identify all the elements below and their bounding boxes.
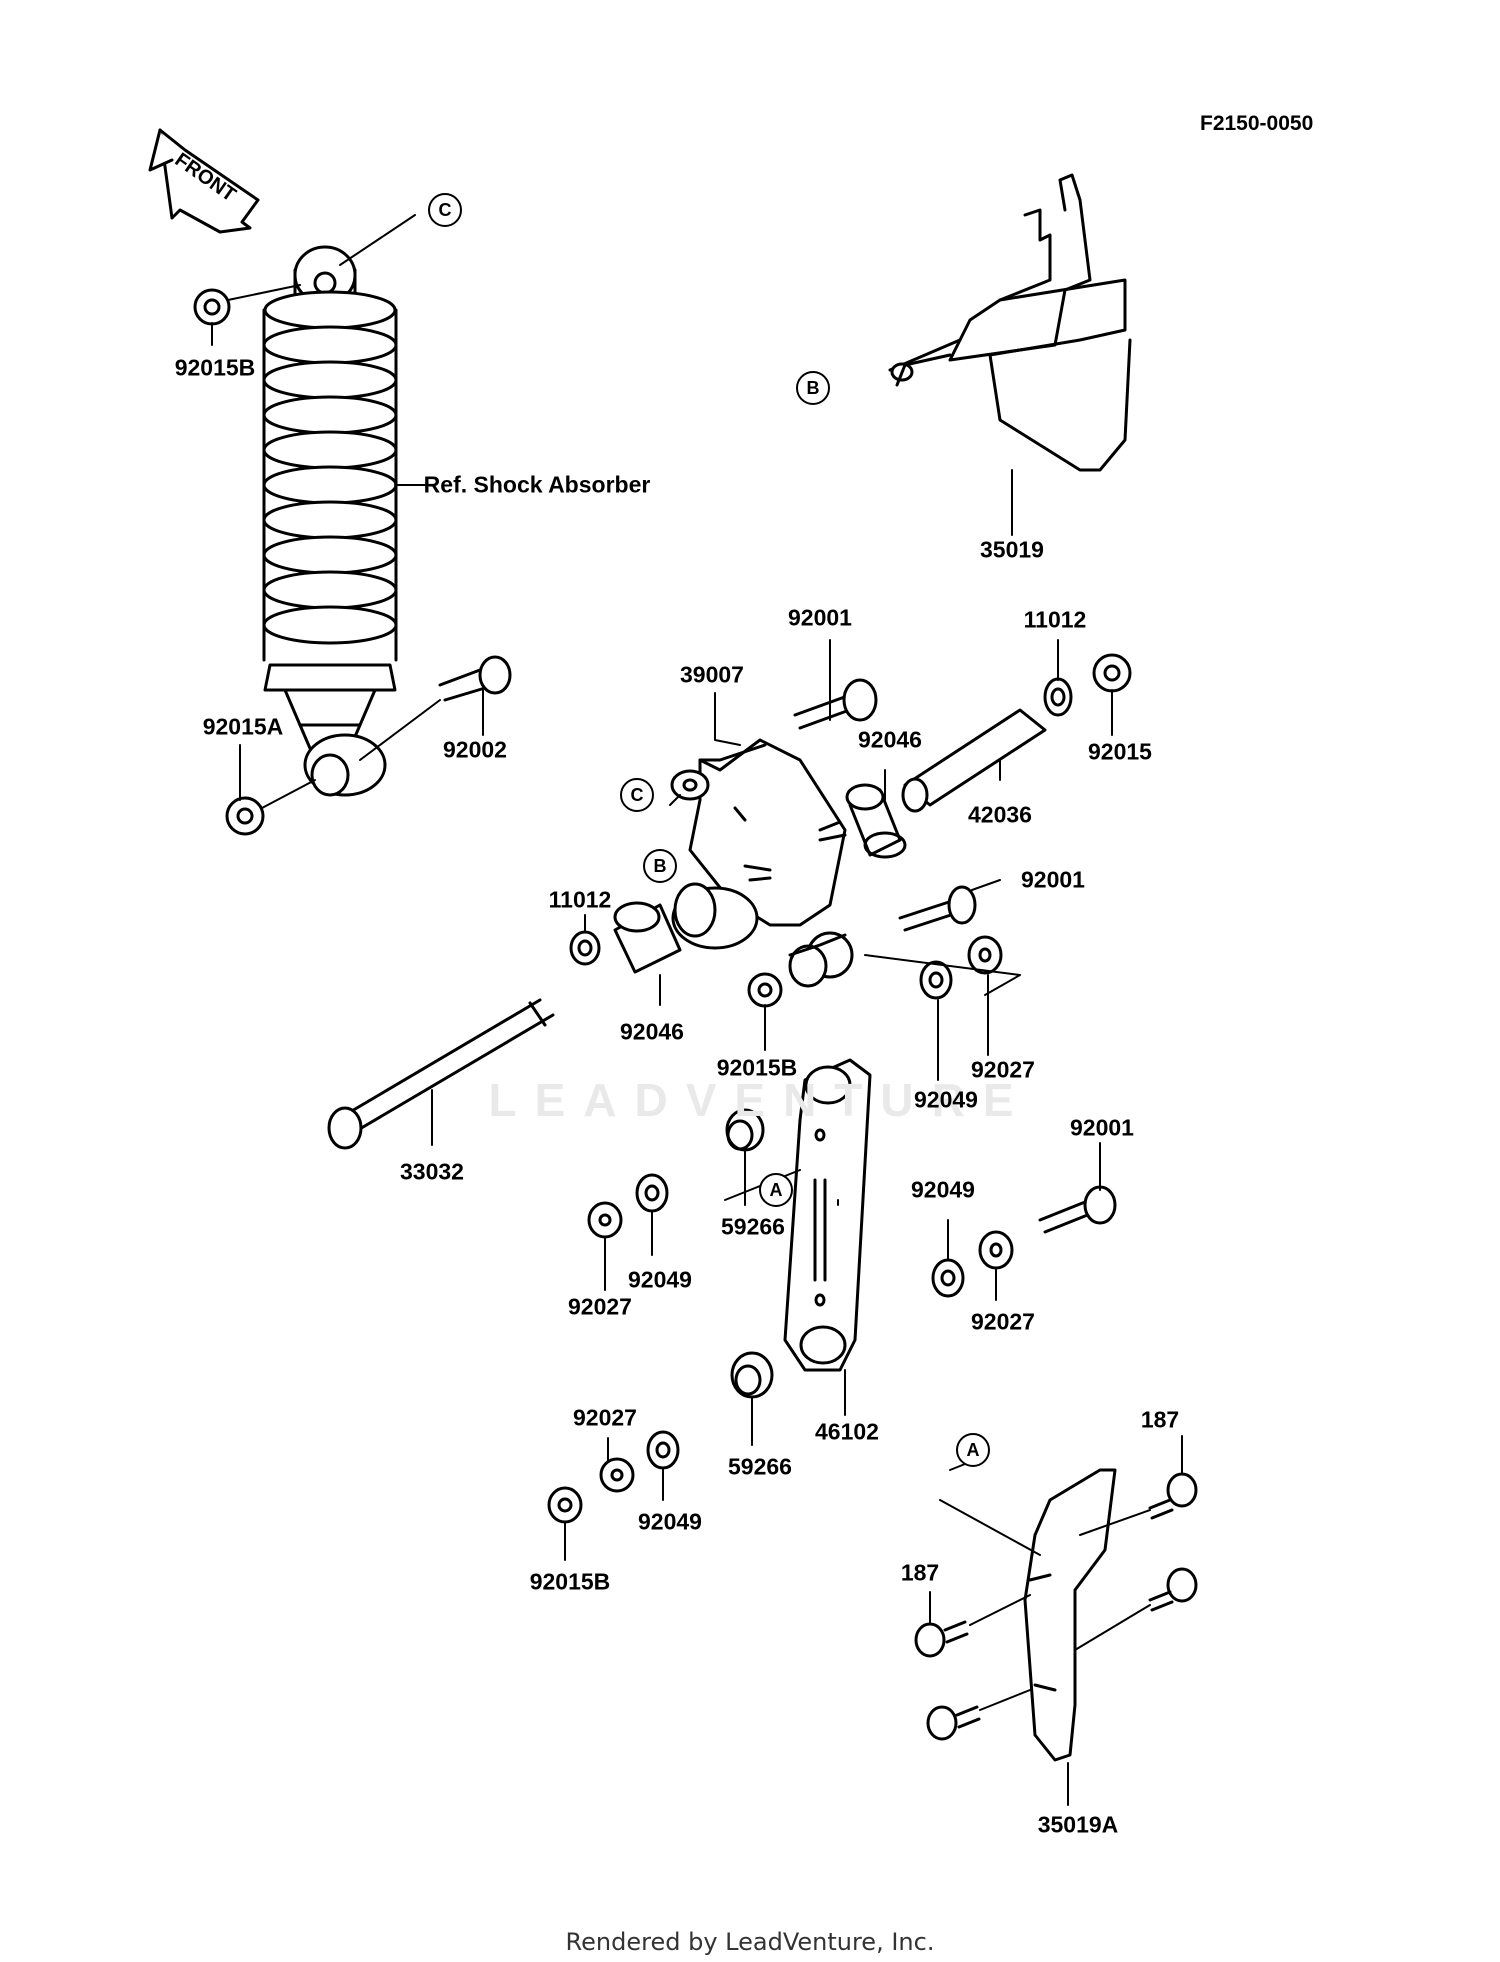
bolt-33032 xyxy=(327,998,555,1150)
part-label: 46102 xyxy=(815,1418,879,1445)
part-label: 92015B xyxy=(529,1568,611,1595)
front-arrow-icon xyxy=(148,128,260,234)
part-label: 92027 xyxy=(971,1056,1035,1083)
callout-a-bottom: A xyxy=(956,1433,990,1467)
nut-92015B-middle xyxy=(747,972,783,1008)
part-label: 92002 xyxy=(443,736,507,763)
part-label: 35019 xyxy=(980,536,1044,563)
part-label: 92027 xyxy=(971,1308,1035,1335)
part-label: 92001 xyxy=(788,604,852,631)
tube-42036 xyxy=(901,708,1047,813)
part-label: 92046 xyxy=(858,726,922,753)
part-label: 92049 xyxy=(911,1176,975,1203)
ref-shock-absorber-label: Ref. Shock Absorber xyxy=(423,471,651,498)
part-label: 92046 xyxy=(620,1018,684,1045)
part-label: 92001 xyxy=(1021,866,1085,893)
part-label: 92001 xyxy=(1070,1114,1134,1141)
part-label: 59266 xyxy=(728,1453,792,1480)
washers-left-middle xyxy=(587,1173,669,1239)
part-label: 11012 xyxy=(548,886,612,913)
bolt-92001-lower xyxy=(1038,1185,1117,1234)
nut-92015A xyxy=(225,779,316,836)
callout-b-top: B xyxy=(796,371,830,405)
callout-c-top: C xyxy=(428,193,462,227)
part-label: 35019A xyxy=(1037,1811,1119,1838)
washers-right-lower xyxy=(931,1230,1014,1298)
watermark: LEADVENTURE xyxy=(488,1074,1032,1126)
part-label: 187 xyxy=(900,1559,940,1586)
guard-35019 xyxy=(888,173,1132,472)
part-label: 92049 xyxy=(914,1086,978,1113)
bolt-92001-top xyxy=(793,678,878,730)
collar-92046-left xyxy=(613,901,682,974)
part-label: 42036 xyxy=(968,801,1032,828)
callout-b-mid: B xyxy=(643,849,677,883)
part-label: 39007 xyxy=(680,661,744,688)
tie-rod-46102 xyxy=(783,1058,872,1372)
part-label: 92027 xyxy=(573,1404,637,1431)
part-label: 92049 xyxy=(638,1508,702,1535)
bearing-11012-left xyxy=(569,930,601,966)
shock-absorber xyxy=(262,245,512,797)
diagram-code: F2150-0050 xyxy=(1200,112,1314,135)
part-label: 92015A xyxy=(202,713,284,740)
washers-right-upper xyxy=(864,935,1021,1000)
bushing-59266-upper xyxy=(725,1108,765,1152)
guard-35019A xyxy=(914,1468,1198,1762)
footer-credit: Rendered by LeadVenture, Inc. xyxy=(565,1928,935,1956)
part-label: 92049 xyxy=(628,1266,692,1293)
rocker-arm-39007 xyxy=(670,738,854,988)
part-label: 92015B xyxy=(174,354,256,381)
part-label: 92027 xyxy=(568,1293,632,1320)
part-label: 92015 xyxy=(1088,738,1152,765)
bearing-11012-top xyxy=(1043,677,1073,717)
part-label: 59266 xyxy=(721,1213,785,1240)
part-label: 33032 xyxy=(400,1158,464,1185)
part-label: 187 xyxy=(1140,1406,1180,1433)
part-label: 11012 xyxy=(1023,606,1087,633)
bushing-59266-lower xyxy=(730,1351,774,1399)
collar-92046-top xyxy=(845,783,907,859)
part-label: 92015B xyxy=(716,1054,798,1081)
bolt-92001-middle xyxy=(898,885,977,932)
callout-c-mid: C xyxy=(620,778,654,812)
callout-a-mid: A xyxy=(759,1173,793,1207)
nut-92015 xyxy=(1092,653,1132,693)
